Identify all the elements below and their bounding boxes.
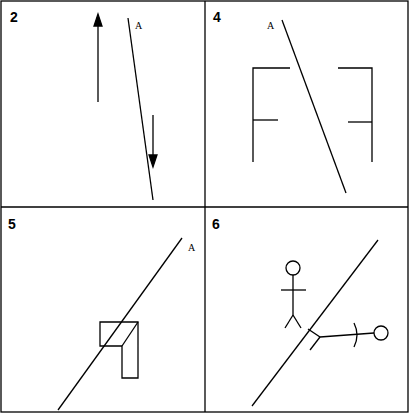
f-shape-mirrored [338,68,372,162]
panel-number: 6 [212,217,220,231]
mirror-line [58,238,182,410]
line-letter: A [188,243,195,253]
f-shape [253,119,278,120]
l-shape-fold [122,322,138,346]
arrow-head [149,155,157,167]
mirror-line [282,20,346,193]
up-arrow [97,24,98,102]
lying-figure [308,323,388,350]
line-letter: A [135,21,142,31]
panel-number: 5 [8,217,16,231]
mirror-line [128,18,153,200]
panel-number: 4 [213,10,221,24]
panel-divider [1,206,408,207]
mirror-line [252,240,378,406]
down-arrow [152,115,153,158]
f-shape [253,68,290,162]
arrow-head [94,14,102,26]
l-shape [100,322,138,378]
line-letter: A [267,21,274,31]
panel-number: 2 [10,10,18,24]
f-shape-mirrored [348,121,372,122]
standing-figure [281,261,306,328]
